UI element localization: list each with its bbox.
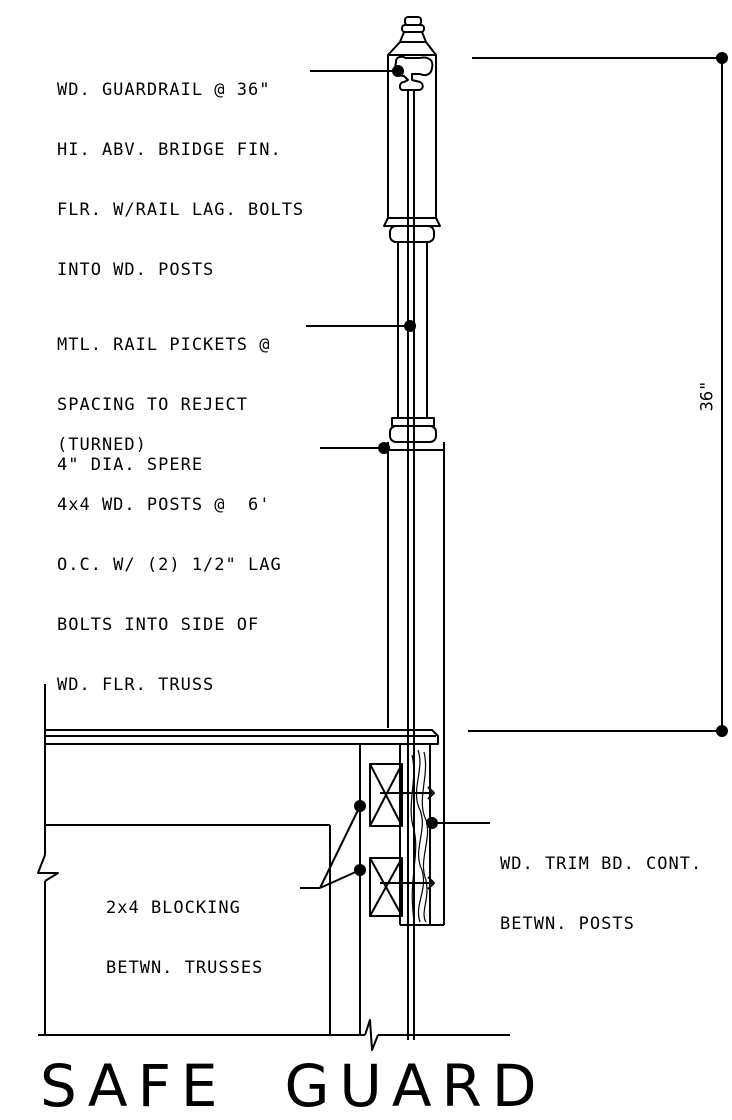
lag-bolts <box>380 786 435 890</box>
dimension-height-label: 36" <box>697 380 718 412</box>
note-blocking: 2x4 BLOCKING BETWN. TRUSSES <box>106 858 263 998</box>
post-lower-collar <box>387 417 445 451</box>
guardrail-profile <box>394 55 434 91</box>
post-turned-shaft <box>397 242 428 418</box>
note-pickets-line: 4" DIA. SPERE <box>57 455 204 475</box>
height-dimension-line <box>468 52 728 737</box>
floor-truss-outline <box>37 684 510 1051</box>
note-posts-line: 4x4 WD. POSTS @ 6' <box>57 495 271 515</box>
note-trim-line: BETWN. POSTS <box>500 914 635 934</box>
note-guardrail-line: INTO WD. POSTS <box>57 260 215 280</box>
leader-pickets <box>306 320 416 332</box>
note-blocking-line: 2x4 BLOCKING <box>106 898 241 918</box>
note-guardrail-line: HI. ABV. BRIDGE FIN. <box>57 140 282 160</box>
blocking-lower <box>369 857 403 917</box>
note-blocking-line: BETWN. TRUSSES <box>106 958 264 978</box>
note-posts-line: WD. FLR. TRUSS <box>57 675 215 695</box>
note-pickets: MTL. RAIL PICKETS @ SPACING TO REJECT 4"… <box>57 295 270 495</box>
note-guardrail-line: FLR. W/RAIL LAG. BOLTS <box>57 200 305 220</box>
note-pickets-line: SPACING TO REJECT <box>57 395 248 415</box>
post-body <box>387 450 445 926</box>
blocking-upper <box>369 763 403 827</box>
drawing-title: SAFE GUARD <box>40 1052 547 1120</box>
note-posts-line: O.C. W/ (2) 1/2" LAG <box>57 555 282 575</box>
note-trim-line: WD. TRIM BD. CONT. <box>500 854 703 874</box>
bridge-floor-deck <box>44 729 439 745</box>
post-finial <box>387 16 437 219</box>
metal-picket <box>407 90 415 1040</box>
note-pickets-line: MTL. RAIL PICKETS @ <box>57 335 271 355</box>
note-guardrail-line: WD. GUARDRAIL @ 36" <box>57 80 271 100</box>
leader-posts <box>320 442 390 454</box>
leader-blocking <box>300 800 366 889</box>
guardrail-section-drawing <box>37 16 728 1051</box>
note-trim: WD. TRIM BD. CONT. BETWN. POSTS <box>500 814 702 954</box>
note-guardrail: WD. GUARDRAIL @ 36" HI. ABV. BRIDGE FIN.… <box>57 40 304 300</box>
leader-trim <box>426 817 490 829</box>
leader-guardrail <box>310 65 404 77</box>
note-posts-line: (TURNED) <box>57 435 147 455</box>
note-posts: (TURNED) 4x4 WD. POSTS @ 6' O.C. W/ (2) … <box>57 395 282 715</box>
note-posts-line: BOLTS INTO SIDE OF <box>57 615 260 635</box>
trim-board <box>399 744 431 926</box>
post-upper-collar <box>383 217 441 243</box>
